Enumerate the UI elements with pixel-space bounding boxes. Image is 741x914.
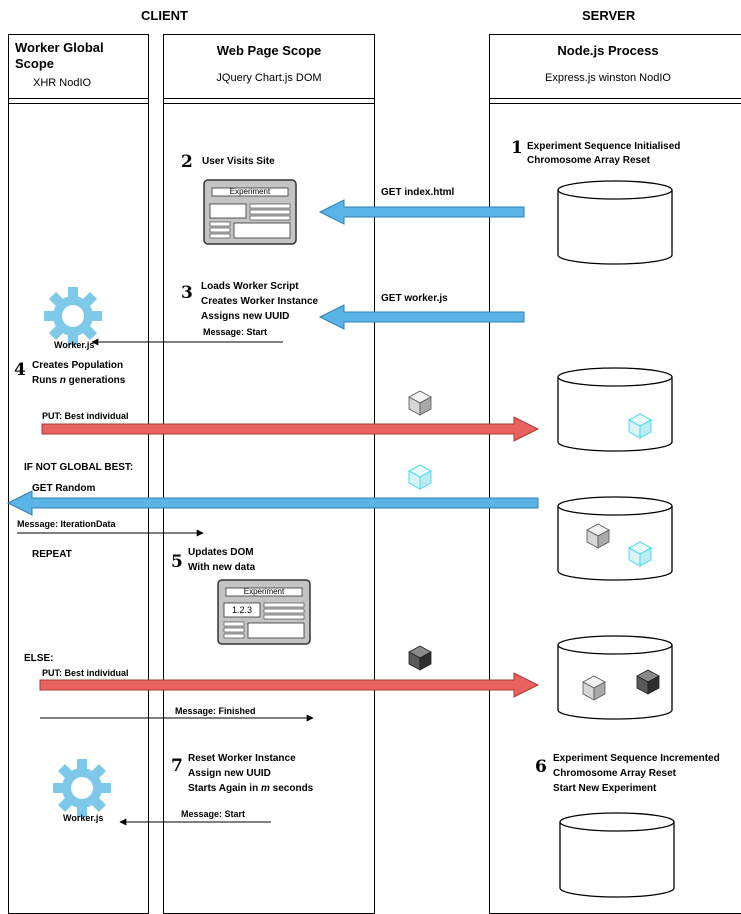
put-best-arrow-1 xyxy=(41,416,540,442)
server-header: SERVER xyxy=(582,8,636,23)
get-index-label: GET index.html xyxy=(381,187,455,198)
step-2-number: 2 xyxy=(181,152,193,172)
database-2-icon xyxy=(557,367,673,452)
web-page-lane-libs: JQuery Chart.js DOM xyxy=(216,72,322,84)
worker-lane-libs: XHR NodIO xyxy=(33,77,92,89)
node-process-lane-libs: Express.js winston NodIO xyxy=(545,72,671,84)
cube-dark-icon xyxy=(408,645,432,671)
step-5-number: 5 xyxy=(171,552,183,572)
message-start-label-2: Message: Start xyxy=(181,809,246,819)
web-page-lane-title: Web Page Scope xyxy=(216,43,322,58)
gear-icon xyxy=(53,759,111,817)
web-page-lane-divider xyxy=(164,98,374,104)
message-start-label-1: Message: Start xyxy=(203,327,268,337)
database-5-icon xyxy=(559,812,675,898)
get-worker-arrow xyxy=(318,304,525,330)
step-6-line-1: Experiment Sequence Incremented xyxy=(553,753,720,764)
step-7-line-3-pre: Starts Again in xyxy=(188,783,261,794)
node-process-lane-divider xyxy=(490,98,741,104)
step-6-number: 6 xyxy=(535,757,547,777)
database-3-icon xyxy=(557,496,673,581)
step-7-line-1: Reset Worker Instance xyxy=(188,753,296,764)
get-random-label: GET Random xyxy=(32,483,96,494)
message-iteration-label: Message: IterationData xyxy=(17,519,116,529)
step-5-line-2: With new data xyxy=(188,562,256,573)
step-4-line-2-var: n xyxy=(59,375,66,386)
step-4-line-1: Creates Population xyxy=(32,360,124,371)
step-7-line-2: Assign new UUID xyxy=(188,768,271,779)
put-best-label-2: PUT: Best individual xyxy=(42,668,129,678)
step-3-line-3: Assigns new UUID xyxy=(201,311,290,322)
step-4-number: 4 xyxy=(14,360,26,380)
worker-js-label-1: Worker.js xyxy=(54,340,95,350)
step-3-line-1: Loads Worker Script xyxy=(201,281,299,292)
repeat-label: REPEAT xyxy=(32,549,72,560)
step-7-number: 7 xyxy=(171,756,183,776)
mockup-2-version: 1.2.3 xyxy=(231,605,253,615)
worker-js-label-2: Worker.js xyxy=(63,813,104,823)
step-1-number: 1 xyxy=(511,138,523,158)
step-2-line-1: User Visits Site xyxy=(202,156,275,167)
if-not-global-best-label: IF NOT GLOBAL BEST: xyxy=(24,462,134,473)
step-7-line-3: Starts Again in m seconds xyxy=(188,782,313,796)
step-3-number: 3 xyxy=(181,283,193,303)
worker-lane-title-1: Worker Global xyxy=(15,40,104,55)
message-finished-label: Message: Finished xyxy=(175,706,256,716)
step-6-line-2: Chromosome Array Reset xyxy=(553,768,677,779)
gear-icon xyxy=(44,287,102,345)
step-4-line-2: Runs n generations xyxy=(32,374,125,388)
mockup-1-title: Experiment xyxy=(229,187,271,196)
node-process-lane-title: Node.js Process xyxy=(557,43,659,58)
step-1-line-2: Chromosome Array Reset xyxy=(527,155,651,166)
get-index-arrow xyxy=(318,199,525,225)
step-3-line-2: Creates Worker Instance xyxy=(201,296,319,307)
step-1-line-1: Experiment Sequence Initialised xyxy=(527,141,681,152)
cube-light-icon xyxy=(408,390,432,416)
mockup-2-title: Experiment xyxy=(243,587,285,596)
database-1-icon xyxy=(557,180,673,265)
web-page-mockup-2-icon xyxy=(217,579,311,645)
step-7-line-3-var: m xyxy=(260,783,270,794)
web-page-mockup-1-icon xyxy=(203,179,297,245)
cube-cyan-icon xyxy=(408,464,432,490)
else-label: ELSE: xyxy=(24,653,54,664)
worker-lane-divider xyxy=(9,98,148,104)
step-4-line-2-pre: Runs xyxy=(32,375,60,386)
put-best-arrow-2 xyxy=(39,672,540,698)
get-random-arrow xyxy=(6,490,539,516)
step-7-line-3-post: seconds xyxy=(269,783,314,794)
step-6-line-3: Start New Experiment xyxy=(553,783,657,794)
step-4-line-2-post: generations xyxy=(65,375,126,386)
database-4-icon xyxy=(557,635,673,720)
client-header: CLIENT xyxy=(141,8,188,23)
worker-lane-title-2: Scope xyxy=(15,56,55,71)
get-worker-label: GET worker.js xyxy=(381,293,448,304)
step-5-line-1: Updates DOM xyxy=(188,547,254,558)
put-best-label-1: PUT: Best individual xyxy=(42,411,129,421)
